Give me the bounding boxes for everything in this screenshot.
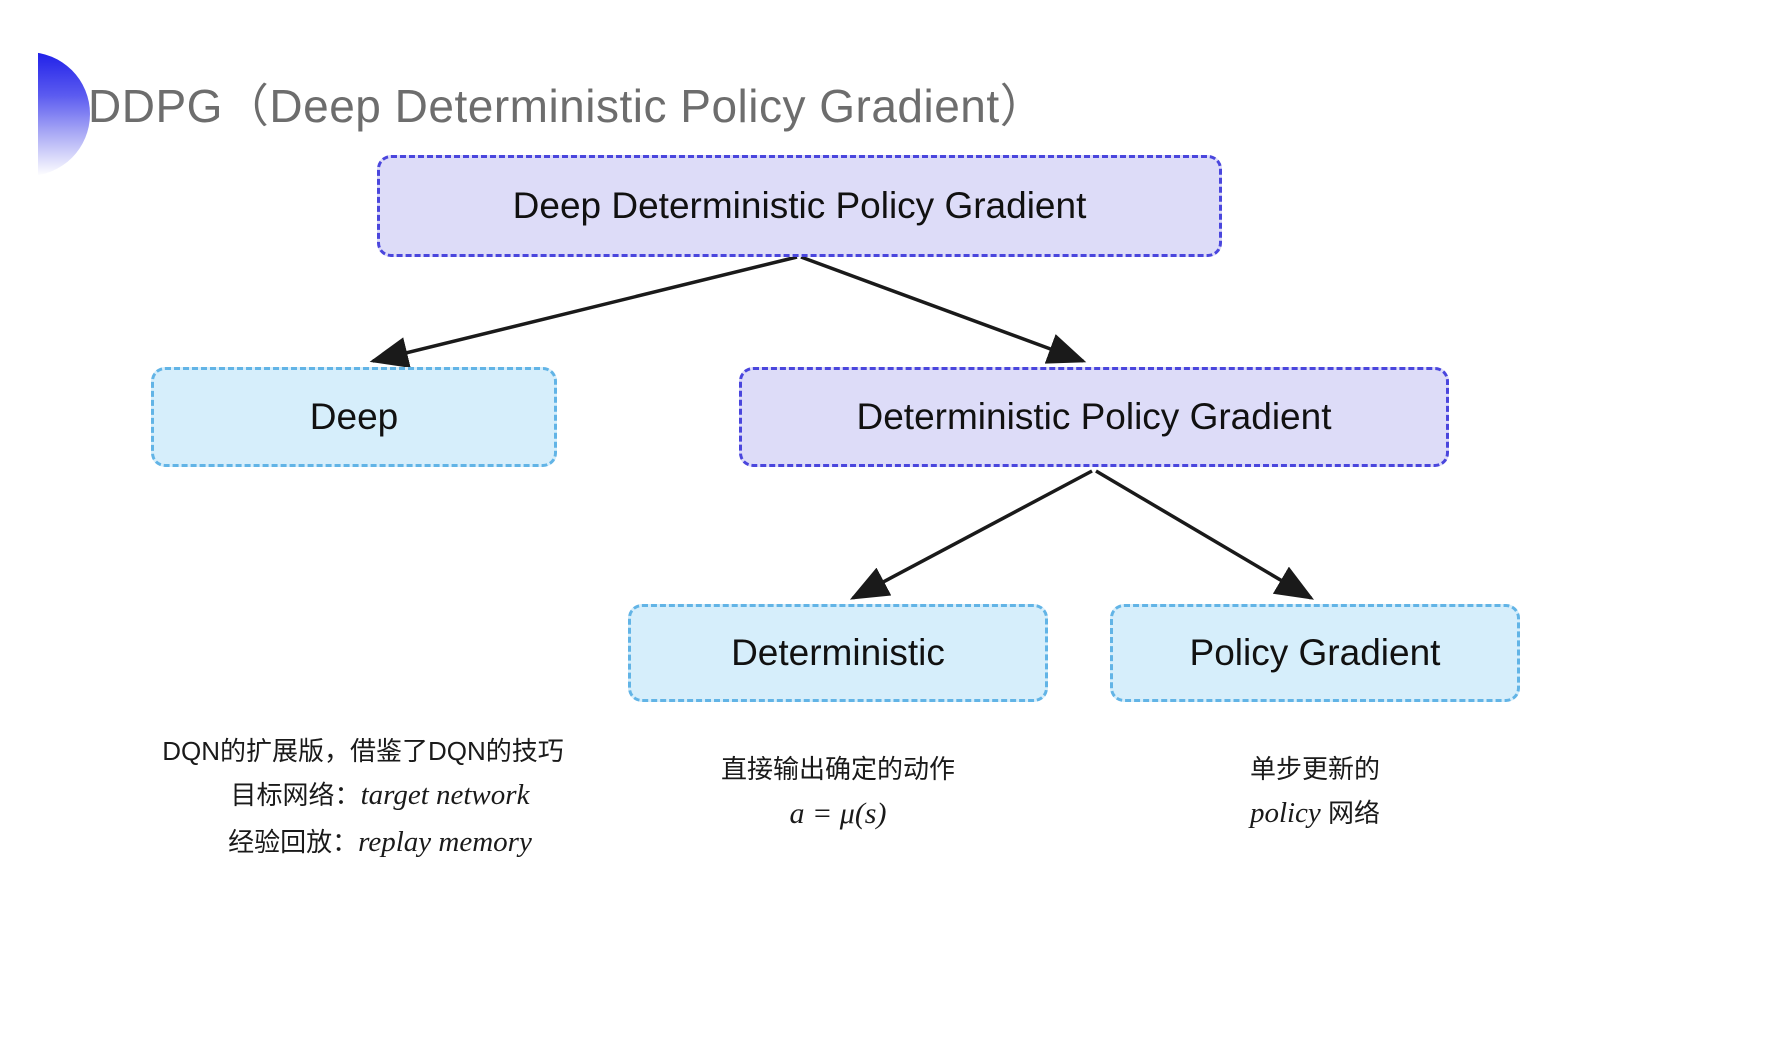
caption-policy-gradient: 单步更新的 policy 网络 xyxy=(1150,748,1480,837)
caption-deterministic-line-1: 直接输出确定的动作 xyxy=(720,754,955,784)
node-label: Deterministic xyxy=(731,631,945,673)
node-label: Deep xyxy=(309,395,399,437)
caption-deep-line-1: DQN的扩展版，借鉴了DQN的技巧 xyxy=(162,736,564,766)
caption-policy-gradient-line-2: policy 网络 xyxy=(1150,790,1480,837)
node-deterministic[interactable]: Deterministic xyxy=(628,604,1048,702)
node-deep[interactable]: Deep xyxy=(151,367,557,467)
caption-policy-gradient-term-suffix: 网络 xyxy=(1328,798,1381,829)
caption-policy-gradient-term: policy xyxy=(1249,797,1321,830)
caption-policy-gradient-line-1: 单步更新的 xyxy=(1249,754,1380,784)
caption-deep-term-target-network: target network xyxy=(360,779,530,812)
edge-dpg-to-deterministic xyxy=(849,469,1093,600)
node-deep-deterministic-policy-gradient[interactable]: Deep Deterministic Policy Gradient xyxy=(377,155,1222,257)
caption-deep-line-2: 目标网络：target network xyxy=(128,772,598,819)
node-label: Policy Gradient xyxy=(1189,631,1441,673)
caption-deep-term-replay-memory: replay memory xyxy=(358,826,532,859)
edge-root-to-dpg xyxy=(800,255,1087,364)
node-deterministic-policy-gradient[interactable]: Deterministic Policy Gradient xyxy=(739,367,1449,467)
node-label: Deep Deterministic Policy Gradient xyxy=(512,184,1087,226)
caption-deep-line-3: 经验回放：replay memory xyxy=(128,819,598,866)
title-accent-mask xyxy=(0,40,38,190)
caption-deep: DQN的扩展版，借鉴了DQN的技巧 目标网络：target network 经验… xyxy=(128,730,598,866)
node-policy-gradient[interactable]: Policy Gradient xyxy=(1110,604,1520,702)
caption-deep-line-3-label: 经验回放： xyxy=(228,827,359,858)
page-title: DDPG（Deep Deterministic Policy Gradient） xyxy=(88,80,1047,132)
caption-deep-line-2-label: 目标网络： xyxy=(230,780,361,811)
node-label: Deterministic Policy Gradient xyxy=(856,395,1332,437)
caption-deterministic-formula: a = μ(s) xyxy=(789,797,887,831)
edge-root-to-deep xyxy=(369,255,798,368)
edge-dpg-to-policy-gradient xyxy=(1095,469,1315,600)
caption-deterministic: 直接输出确定的动作 a = μ(s) xyxy=(668,748,1008,839)
